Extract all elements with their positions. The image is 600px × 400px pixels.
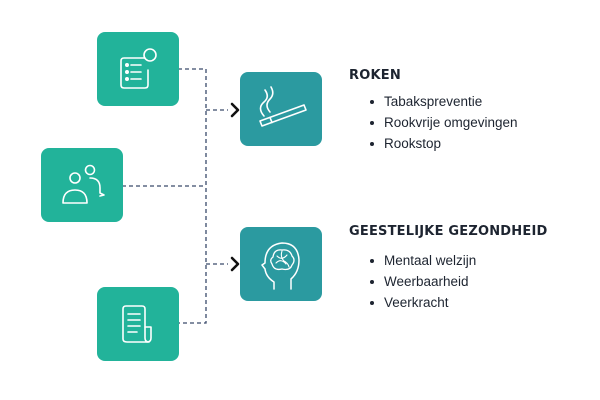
list-item: Mentaal welzijn: [368, 250, 476, 271]
arrow-to-gezondheid: [230, 256, 240, 272]
connector-trunk: [178, 68, 207, 324]
people-chat-icon: [62, 164, 105, 204]
list-item: Veerkracht: [368, 292, 476, 313]
topic-list-geestelijke-gezondheid: Mentaal welzijn Weerbaarheid Veerkracht: [368, 250, 476, 313]
topic-title-geestelijke-gezondheid: GEESTELIJKE GEZONDHEID: [349, 224, 548, 239]
list-item: Rookvrije omgevingen: [368, 112, 518, 133]
cigarette-icon: [259, 86, 307, 127]
arrow-to-roken: [230, 102, 240, 118]
document-scroll-icon: [122, 305, 152, 343]
topic-card-geestelijke-gezondheid: [240, 227, 322, 301]
topic-title-roken: ROKEN: [349, 68, 401, 83]
list-item: Rookstop: [368, 133, 518, 154]
list-item: Weerbaarheid: [368, 271, 476, 292]
head-brain-icon: [261, 242, 300, 290]
list-item: Tabakspreventie: [368, 91, 518, 112]
topic-list-roken: Tabakspreventie Rookvrije omgevingen Roo…: [368, 91, 518, 154]
source-card-people: [41, 148, 123, 222]
topic-card-roken: [240, 72, 322, 146]
clipboard-list-icon: [120, 48, 157, 89]
source-card-clipboard: [97, 32, 179, 106]
source-card-document: [97, 287, 179, 361]
